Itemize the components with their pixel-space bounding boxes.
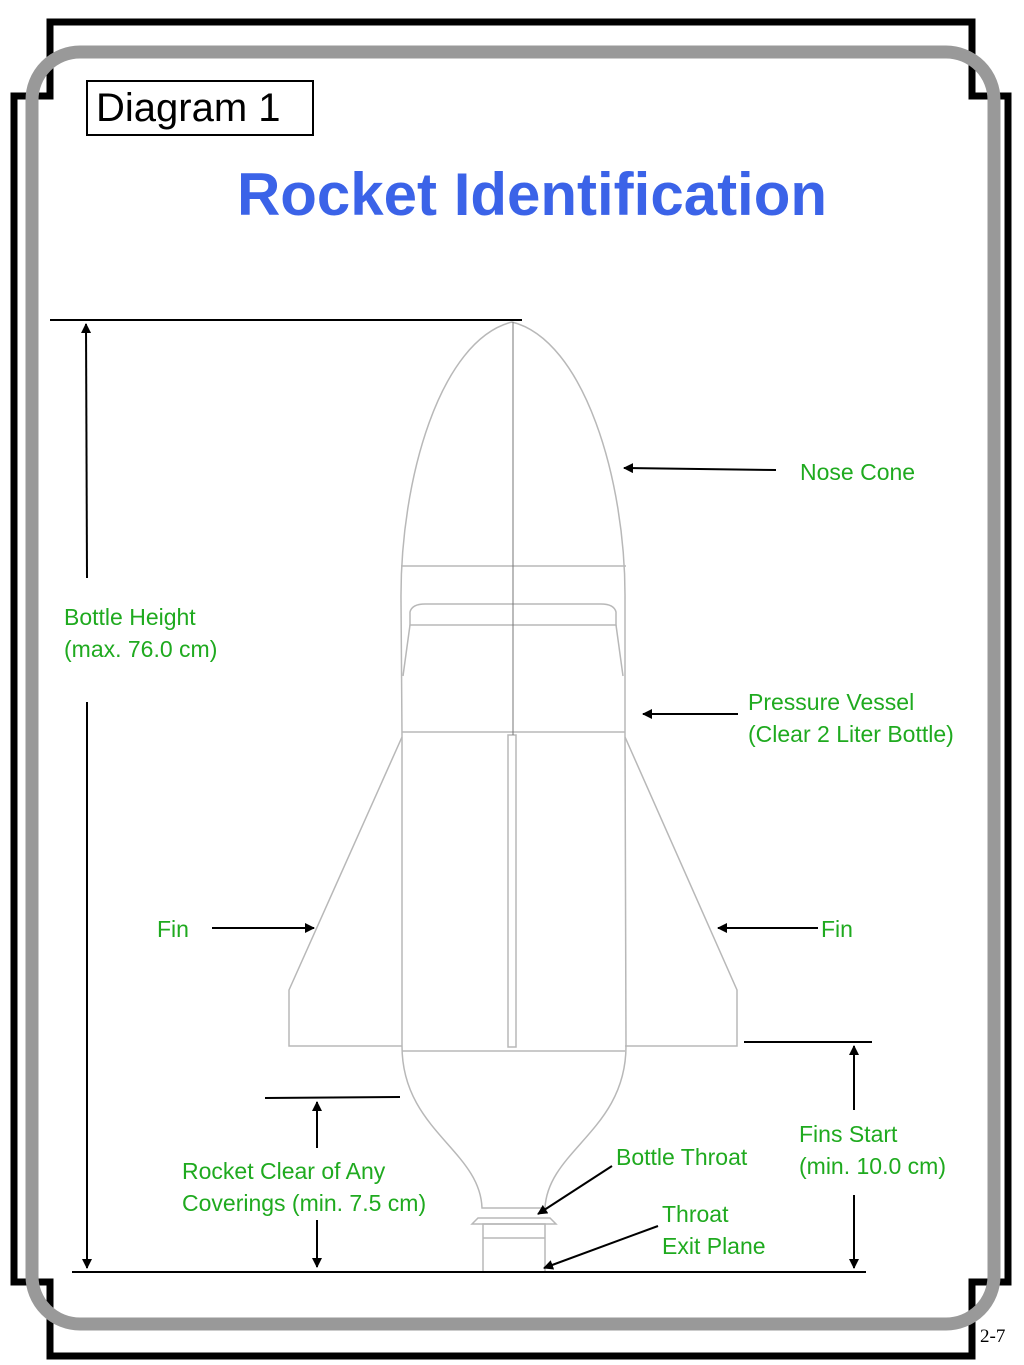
bottle-body bbox=[400, 321, 627, 1209]
page-frame bbox=[10, 18, 1012, 1360]
rocket-clear-label-line2: Coverings (min. 7.5 cm) bbox=[182, 1190, 427, 1216]
page-title: Rocket Identification bbox=[236, 161, 828, 228]
diagram-number-label: Diagram 1 bbox=[86, 80, 314, 136]
left-fin bbox=[288, 736, 403, 1047]
dimension-arrows bbox=[81, 323, 859, 1269]
bottle-height-arrow-up bbox=[81, 323, 92, 579]
nozzle-lip bbox=[470, 1217, 558, 1225]
pressure-vessel-label-line2: (Clear 2 Liter Bottle) bbox=[748, 721, 954, 747]
fins-start-label-line1: Fins Start bbox=[799, 1121, 898, 1147]
bottle-height-label-line1: Bottle Height bbox=[64, 604, 196, 630]
reference-lines bbox=[50, 319, 872, 1273]
fins-start-label-line2: (min. 10.0 cm) bbox=[799, 1153, 946, 1179]
page-number: 2-7 bbox=[980, 1326, 1006, 1347]
rocket-clear-label: Rocket Clear of Any Coverings (min. 7.5 … bbox=[182, 1155, 426, 1219]
fin-left-label: Fin bbox=[157, 916, 189, 942]
pressure-vessel-label: Pressure Vessel (Clear 2 Liter Bottle) bbox=[748, 686, 954, 750]
frame-gray-border bbox=[25, 45, 1001, 1331]
right-fin bbox=[624, 736, 738, 1047]
collar-band bbox=[409, 603, 617, 626]
nose-cone-label: Nose Cone bbox=[800, 459, 916, 485]
nozzle bbox=[482, 1223, 546, 1273]
throat-exit-label-line1: Throat bbox=[662, 1201, 729, 1227]
rocket-outline bbox=[288, 321, 738, 1273]
collar-taper bbox=[402, 624, 624, 677]
clear-reference-line bbox=[264, 1096, 401, 1099]
throat-exit-label-line2: Exit Plane bbox=[662, 1233, 766, 1259]
bottle-height-label: Bottle Height (max. 76.0 cm) bbox=[64, 601, 217, 665]
fin-right-label: Fin bbox=[821, 916, 853, 942]
fins-start-label: Fins Start (min. 10.0 cm) bbox=[799, 1118, 946, 1182]
throat-exit-pointer bbox=[543, 1225, 659, 1270]
bottle-throat-pointer bbox=[537, 1165, 613, 1215]
pointer-arrows bbox=[212, 463, 818, 1270]
bottle-height-label-line2: (max. 76.0 cm) bbox=[64, 636, 218, 662]
pressure-vessel-label-line1: Pressure Vessel bbox=[748, 689, 915, 715]
rocket-clear-label-line1: Rocket Clear of Any bbox=[182, 1158, 386, 1184]
launch-lug bbox=[507, 734, 517, 1048]
nose-cone-pointer bbox=[623, 463, 777, 474]
bottle-throat-label: Bottle Throat bbox=[616, 1144, 748, 1170]
frame-black-border bbox=[10, 18, 1012, 1360]
throat-exit-plane-label: Throat Exit Plane bbox=[662, 1198, 766, 1262]
